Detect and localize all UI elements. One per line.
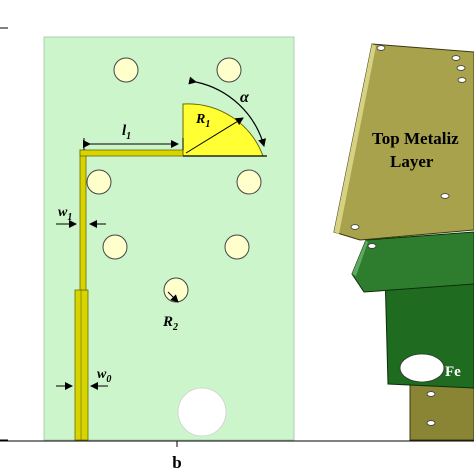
dimension-r2-arrow [167,291,179,303]
left-frame-fragment [0,27,8,441]
subfigure-caption: b [172,453,181,472]
via [457,77,467,83]
planar-view: l1 R1 α w1 w0 R2 [43,36,295,441]
via [86,169,112,195]
via [350,224,360,230]
via [163,277,189,303]
label-w0: w0 [97,367,111,385]
via [102,234,128,260]
via [224,234,250,260]
top-layer-label-line2: Layer [390,152,434,171]
bottom-axis [0,440,474,447]
large-hole [177,387,227,437]
feed-layer-upper [351,231,474,293]
label-alpha: α [240,89,250,106]
label-l1: l1 [122,123,131,142]
horizontal-arm [79,149,184,157]
via [451,55,461,61]
feed-label: Fe [445,364,461,380]
via [456,65,466,71]
vias [86,57,262,303]
via [113,57,139,83]
feed-line [74,149,89,441]
label-r2: R2 [162,314,178,333]
via [440,193,450,199]
via [236,169,262,195]
top-layer-label-line1: Top Metaliz [372,129,459,148]
dimension-l1 [83,138,184,150]
via [216,57,242,83]
via [376,45,386,51]
dimension-alpha-arc [188,76,266,147]
exploded-view: Fe Top Metaliz Layer [333,43,474,441]
label-w1: w1 [58,205,72,223]
top-metalization-layer: Top Metaliz Layer [333,43,474,241]
